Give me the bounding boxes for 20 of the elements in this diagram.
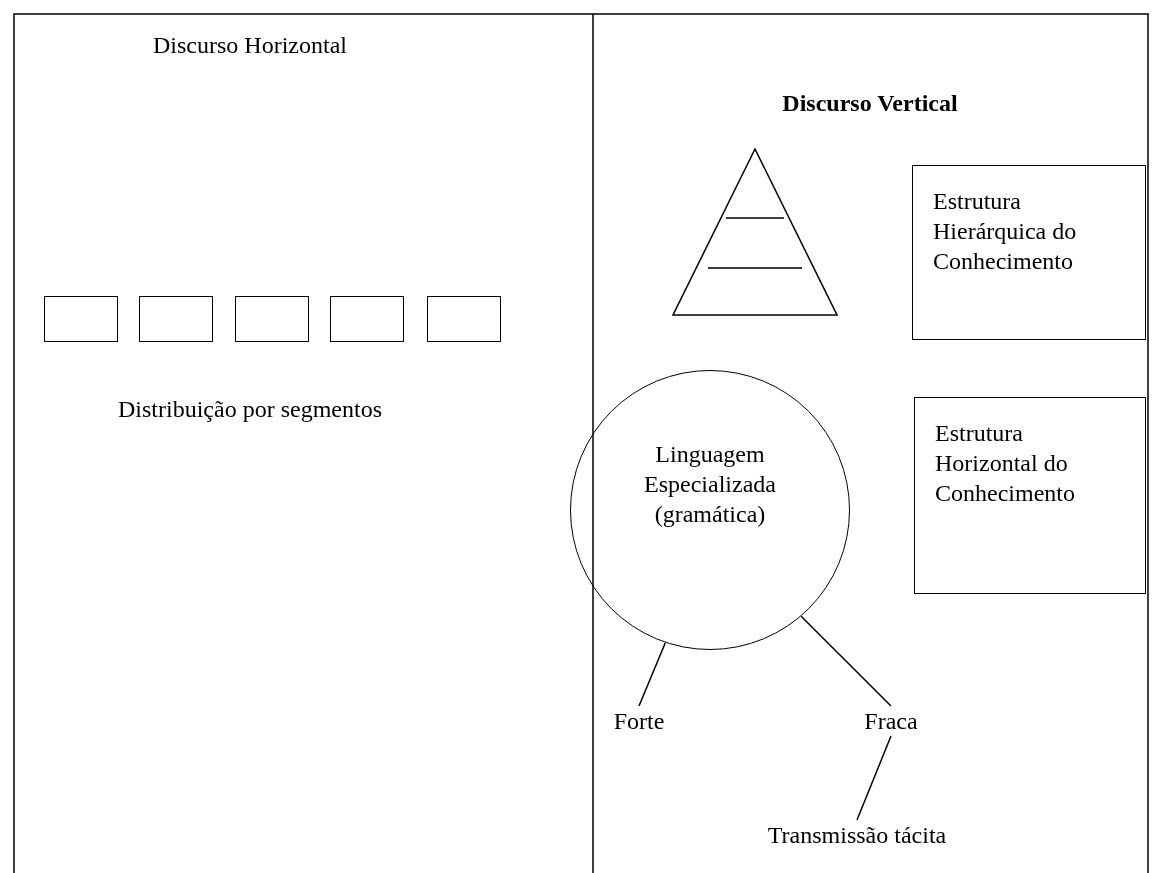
connector-line [856,735,892,821]
empty-box [44,296,118,342]
box-text: Estrutura Hierárquica do Conhecimento [933,187,1078,276]
node-text: Linguagem Especializada (gramática) [644,441,776,527]
text-box [914,397,1146,594]
text-label: Forte [606,706,672,736]
box-text: Estrutura Horizontal do Conhecimento [935,419,1076,508]
layered-pyramid [672,148,838,316]
panel-label: Discurso Horizontal [152,31,348,60]
connector-line [800,615,892,707]
connector-line [638,641,667,707]
text-box [912,165,1146,340]
text-label: Transmissão tácita [757,820,957,850]
text-label: Fraca [855,706,927,736]
empty-box [235,296,309,342]
empty-box [427,296,501,342]
panel-heading: Discurso Vertical [781,89,959,118]
empty-box [139,296,213,342]
panel-label: Distribuição por segmentos [117,395,383,424]
empty-box [330,296,404,342]
